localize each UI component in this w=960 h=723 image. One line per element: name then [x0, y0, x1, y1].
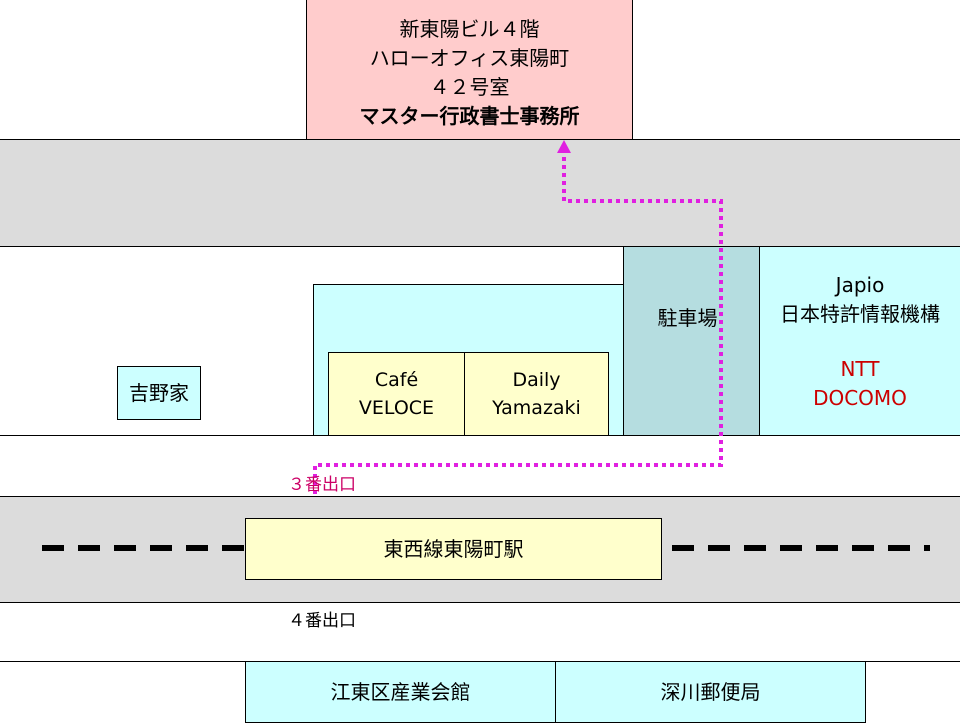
japio-label: Japio [835, 273, 885, 297]
destination-line-1: 新東陽ビル４階 [399, 16, 540, 41]
upper-road [0, 139, 960, 247]
walking-route [313, 154, 723, 494]
destination-building: 新東陽ビル４階 ハローオフィス東陽町 ４２号室 マスター行政書士事務所 [306, 0, 633, 140]
station-box: 東西線東陽町駅 [245, 518, 662, 580]
daily-yamazaki-line-1: Daily [512, 369, 561, 391]
ntt-label: NTT [840, 357, 880, 381]
post-office-label: 深川郵便局 [660, 679, 761, 704]
yoshinoya: 吉野家 [117, 366, 201, 420]
station-label: 東西線東陽町駅 [383, 536, 524, 561]
japio-building: Japio 日本特許情報機構 NTT DOCOMO [759, 246, 960, 436]
daily-yamazaki: Daily Yamazaki [464, 352, 609, 436]
route-arrowhead [557, 140, 571, 153]
block-top-line-left [0, 139, 307, 140]
koto-industry-hall: 江東区産業会館 [245, 661, 556, 723]
japio-full-name: 日本特許情報機構 [780, 302, 940, 326]
koto-hall-label: 江東区産業会館 [330, 679, 471, 704]
exit-4-label: ４番出口 [288, 611, 356, 631]
block-top-line-right [632, 139, 960, 140]
docomo-label: DOCOMO [813, 386, 907, 410]
cafe-veloce: Café VELOCE [328, 352, 465, 436]
parking-label: 駐車場 [657, 306, 718, 330]
exit-3-label: ３番出口 [288, 475, 356, 495]
destination-line-2: ハローオフィス東陽町 [369, 45, 570, 70]
fukagawa-post-office: 深川郵便局 [555, 661, 866, 723]
daily-yamazaki-line-2: Yamazaki [492, 397, 581, 419]
parking-lot: 駐車場 [623, 246, 760, 436]
destination-line-3: ４２号室 [429, 74, 510, 99]
cafe-veloce-line-1: Café [374, 369, 419, 391]
yoshinoya-label: 吉野家 [129, 380, 189, 405]
cafe-veloce-line-2: VELOCE [358, 397, 435, 419]
destination-line-4: マスター行政書士事務所 [359, 103, 580, 128]
